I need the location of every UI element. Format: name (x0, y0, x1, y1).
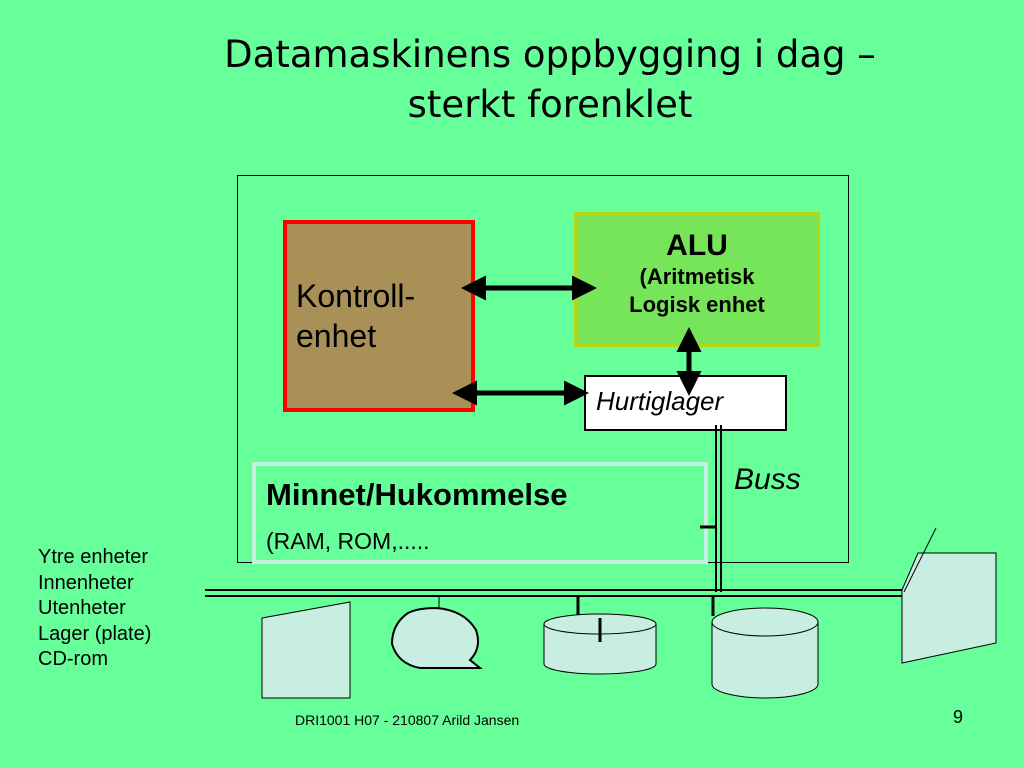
horizontal-bus (205, 589, 906, 597)
device-list-item: Lager (plate) (38, 622, 152, 645)
title-line-2: sterkt forenklet (407, 83, 693, 126)
control-unit-label-line-2: enhet (296, 318, 377, 354)
control-unit-label-line-1: Kontroll- (296, 278, 416, 314)
device-list-item: CD-rom (38, 648, 108, 670)
cache-label: Hurtiglager (596, 386, 724, 416)
memory-title: Minnet/Hukommelse (266, 477, 568, 512)
control-unit-label: Kontroll- enhet (296, 276, 415, 356)
memory-box (252, 462, 708, 564)
alu-subtitle-line-2: Logisk enhet (629, 292, 765, 317)
page-number: 9 (953, 707, 964, 727)
document-shape (901, 527, 997, 664)
external-devices-list: Ytre enheter Innenheter Utenheter Lager … (38, 545, 151, 673)
manual-input-shape (261, 601, 351, 699)
control-unit-box (283, 220, 475, 412)
vertical-bus (700, 425, 722, 592)
device-list-item: Innenheter (38, 571, 134, 594)
display-shape (390, 606, 483, 669)
title-line-1: Datamaskinens oppbygging i dag – (224, 33, 876, 76)
footer-text: DRI1001 H07 - 210807 Arild Jansen (295, 712, 520, 728)
disk-small-shape (543, 613, 657, 675)
memory-subtitle: (RAM, ROM,..... (266, 528, 430, 554)
device-list-item: Ytre enheter (38, 546, 149, 568)
bus-label: Buss (734, 463, 801, 496)
alu-title: ALU (666, 229, 728, 262)
device-list-item: Utenheter (38, 597, 126, 619)
alu-subtitle-line-1: (Aritmetisk (639, 264, 755, 289)
slide-title: Datamaskinens oppbygging i dag – sterkt … (0, 30, 1024, 130)
disk-large-shape (711, 607, 819, 699)
